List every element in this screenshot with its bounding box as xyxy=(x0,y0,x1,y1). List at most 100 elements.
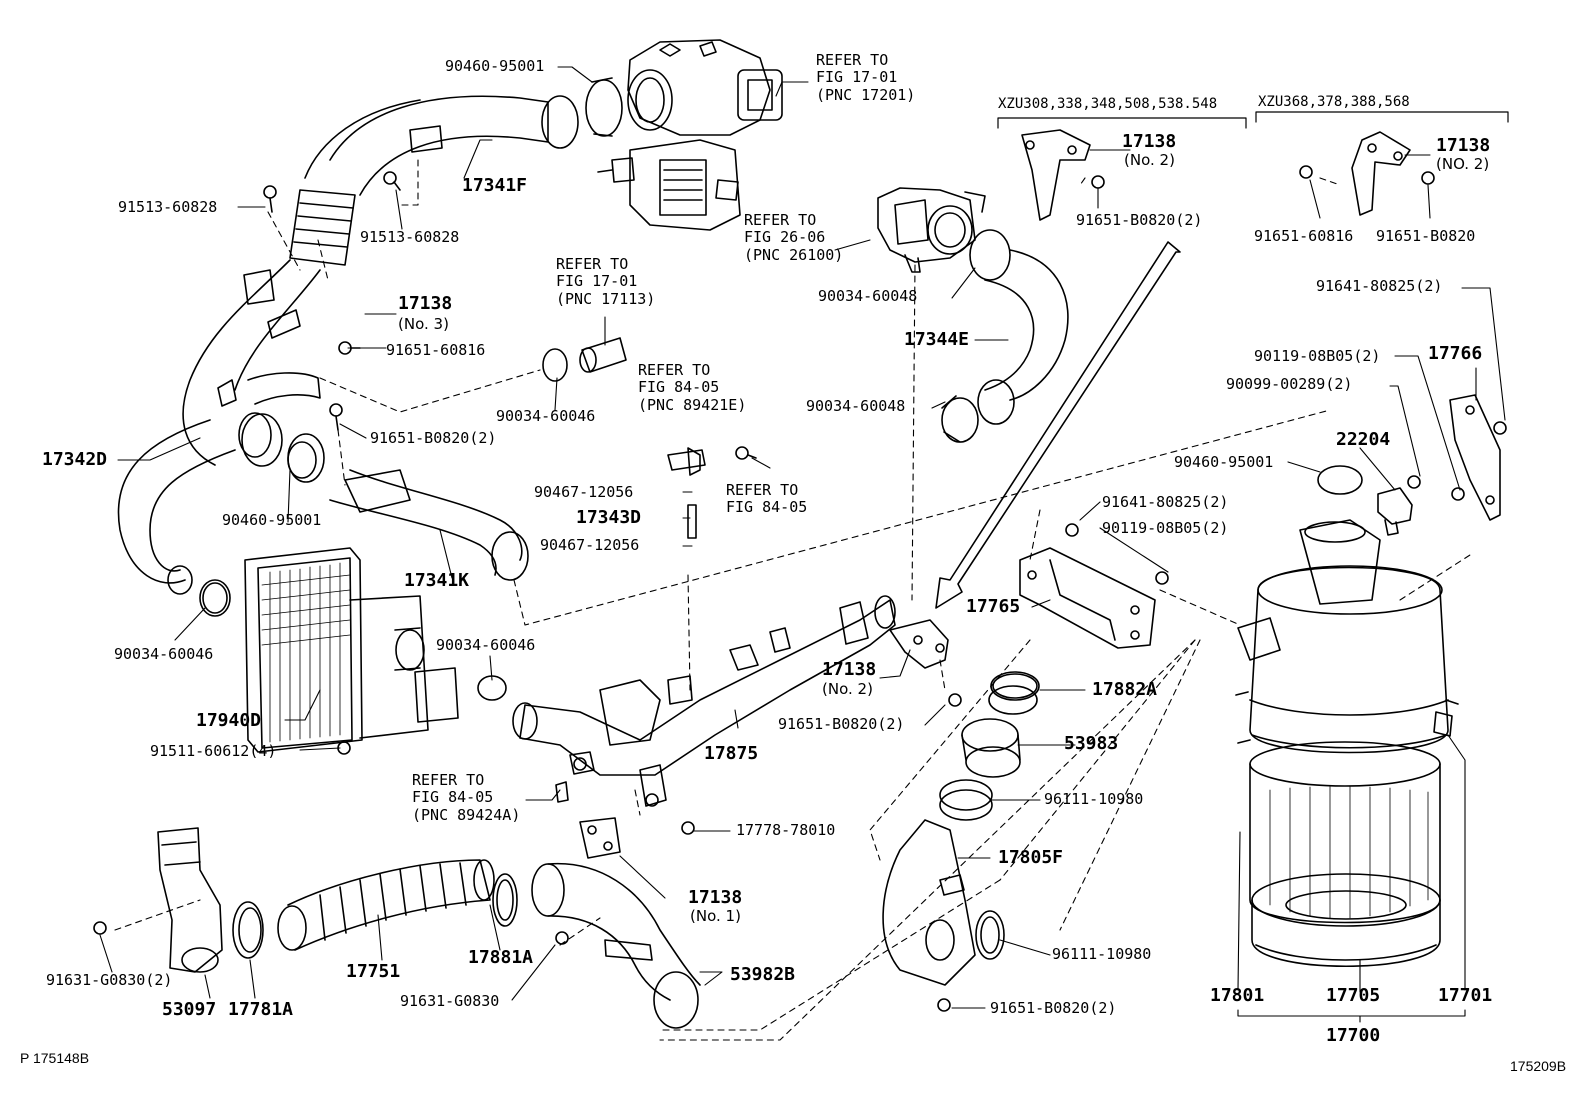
part-90099-00289: 90099-00289(2) xyxy=(1226,375,1353,393)
clamp-17781A xyxy=(233,902,263,958)
part-17700: 17700 xyxy=(1326,1025,1381,1046)
turbocharger xyxy=(598,40,782,230)
part-90034-60046-left: 90034-60046 xyxy=(114,645,214,663)
part-17138-no1-sub: (No. 1) xyxy=(690,907,741,925)
part-91513-60828-mid: 91513-60828 xyxy=(360,228,460,246)
part-90034-60048-b: 90034-60048 xyxy=(806,397,906,415)
part-17805F: 17805F xyxy=(998,847,1064,868)
direction-arrow xyxy=(936,242,1180,608)
part-90119-08B05-top: 90119-08B05(2) xyxy=(1254,347,1381,365)
part-17875: 17875 xyxy=(704,743,759,764)
part-17344E: 17344E xyxy=(904,329,970,350)
part-91641-80825-top: 91641-80825(2) xyxy=(1316,277,1443,295)
part-17341K: 17341K xyxy=(404,570,470,591)
footer-code-right: 175209B xyxy=(1510,1058,1567,1074)
ref-fig84-05-c: REFER TO FIG 84-05 (PNC 89424A) xyxy=(412,771,521,824)
part-90467-12056-a: 90467-12056 xyxy=(534,483,634,501)
variant-brackets xyxy=(998,112,1508,128)
part-17751: 17751 xyxy=(346,961,401,982)
part-17766: 17766 xyxy=(1428,343,1483,364)
part-91513-60828-left: 91513-60828 xyxy=(118,198,218,216)
part-17881A: 17881A xyxy=(468,947,534,968)
part-90460-95001-right: 90460-95001 xyxy=(1174,453,1274,471)
part-17343D: 17343D xyxy=(576,507,642,528)
part-91631-G0830-2: 91631-G0830(2) xyxy=(46,971,173,989)
ref-fig17-01-turbo: REFER TO FIG 17-01 (PNC 17201) xyxy=(816,51,916,104)
part-17138-no2-b: 17138 xyxy=(1436,135,1491,156)
part-91511-60612: 91511-60612(4) xyxy=(150,742,277,760)
hose-17342D xyxy=(118,260,320,594)
adapter-53097 xyxy=(158,828,222,972)
part-17778-78010: 17778-78010 xyxy=(736,821,836,839)
part-17138-no1: 17138 xyxy=(688,887,743,908)
part-91651-B0820-c: 91651-B0820(2) xyxy=(778,715,905,733)
bracket-17766 xyxy=(1450,395,1500,520)
part-91651-B0820-mid: 91651-B0820(2) xyxy=(370,429,497,447)
part-17342D: 17342D xyxy=(42,449,108,470)
part-17138-no2-c-sub: (No. 2) xyxy=(822,680,873,698)
part-90034-60046-mid: 90034-60046 xyxy=(496,407,596,425)
bolts xyxy=(94,166,1506,1011)
sensor-22204 xyxy=(1378,488,1412,535)
clamp-17881A xyxy=(493,874,517,926)
duct-53982B xyxy=(532,864,700,1028)
hose-17341K xyxy=(200,434,528,616)
pipe-17875 xyxy=(513,596,895,806)
part-17701: 17701 xyxy=(1438,985,1493,1006)
variant-label-b: XZU368,378,388,568 xyxy=(1258,94,1410,110)
hose-17341F xyxy=(305,78,622,195)
part-17882A: 17882A xyxy=(1092,679,1158,700)
ref-fig84-05-b: REFER TO FIG 84-05 xyxy=(726,481,808,517)
part-90119-08B05-mid: 90119-08B05(2) xyxy=(1102,519,1229,537)
part-90460-95001-top: 90460-95001 xyxy=(445,57,545,75)
part-17940D: 17940D xyxy=(196,710,262,731)
duct-set-right xyxy=(883,672,1039,985)
part-17781A: 17781A xyxy=(228,999,294,1020)
part-22204: 22204 xyxy=(1336,429,1391,450)
ref-fig17-01-pipe: REFER TO FIG 17-01 (PNC 17113) xyxy=(556,255,656,308)
ref-fig26-06: REFER TO FIG 26-06 (PNC 26100) xyxy=(744,211,844,264)
pipe-17113 xyxy=(543,338,626,381)
part-17801: 17801 xyxy=(1210,985,1265,1006)
part-96111-10980-a: 96111-10980 xyxy=(1044,790,1144,808)
dashed-lines xyxy=(115,160,1470,1040)
bracket-17138-variant-a xyxy=(1022,130,1090,220)
bracket-17765 xyxy=(1020,548,1155,648)
bracket-17138-no2-mid xyxy=(890,620,948,668)
intercooler-17940D xyxy=(245,548,458,752)
throttle-body xyxy=(878,188,985,272)
part-53983: 53983 xyxy=(1064,733,1119,754)
corrugated-hose-17751 xyxy=(278,860,494,950)
corrugated-hose-left xyxy=(244,190,355,304)
part-17138-no2-c: 17138 xyxy=(822,659,877,680)
part-90034-60048-a: 90034-60048 xyxy=(818,287,918,305)
part-91631-G0830: 91631-G0830 xyxy=(400,992,500,1010)
part-96111-10980-b: 96111-10980 xyxy=(1052,945,1152,963)
ref-fig84-05-a: REFER TO FIG 84-05 (PNC 89421E) xyxy=(638,361,747,414)
bracket-17138-no1 xyxy=(580,818,620,858)
part-90460-95001-mid: 90460-95001 xyxy=(222,511,322,529)
footer-code-left: P 175148B xyxy=(20,1050,90,1066)
part-17341F: 17341F xyxy=(462,175,528,196)
part-17765: 17765 xyxy=(966,596,1021,617)
part-17138-no2-b-sub: (NO. 2) xyxy=(1436,155,1490,173)
part-91641-80825-mid: 91641-80825(2) xyxy=(1102,493,1229,511)
part-90034-60046-low: 90034-60046 xyxy=(436,636,536,654)
part-17138-no3: 17138 xyxy=(398,293,453,314)
part-91651-B0820-low: 91651-B0820(2) xyxy=(990,999,1117,1017)
part-91651-60816-mid: 91651-60816 xyxy=(386,341,486,359)
hose-17344E xyxy=(942,230,1068,442)
air-cleaner-17700 xyxy=(1236,520,1458,966)
part-91651-60816-right: 91651-60816 xyxy=(1254,227,1354,245)
part-91651-B0820-right: 91651-B0820 xyxy=(1376,227,1476,245)
variant-label-a: XZU308,338,348,508,538.548 xyxy=(998,96,1218,112)
part-17138-no2-a: 17138 xyxy=(1122,131,1177,152)
part-90467-12056-b: 90467-12056 xyxy=(540,536,640,554)
part-53097: 53097 xyxy=(162,999,217,1020)
part-53982B: 53982B xyxy=(730,964,796,985)
leader-lines xyxy=(100,67,1505,1022)
part-17138-no2-a-sub: (No. 2) xyxy=(1124,151,1175,169)
clamps-misc xyxy=(203,442,1362,700)
bracket-17138-variant-b xyxy=(1352,132,1410,215)
part-91651-B0820-a: 91651-B0820(2) xyxy=(1076,211,1203,229)
